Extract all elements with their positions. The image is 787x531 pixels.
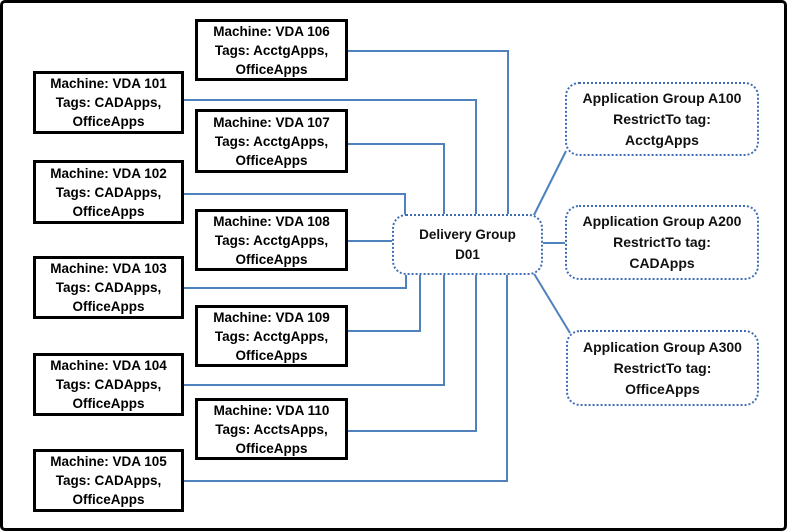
machine-tags: Tags: AcctgApps, xyxy=(214,232,329,248)
machine-name: Machine: VDA 106 xyxy=(213,23,330,39)
connector-vda103-d01 xyxy=(184,274,407,289)
machine-tags: Tags: AcctsApps, xyxy=(215,421,328,437)
machine-tags: Tags: CADApps, xyxy=(55,377,162,392)
machine-tags: OfficeApps xyxy=(235,251,308,267)
connector-vda104-d01 xyxy=(184,274,445,386)
machine-box-vda-107: Machine: VDA 107 Tags: AcctgApps, Office… xyxy=(195,109,348,173)
machine-tags: OfficeApps xyxy=(72,492,145,507)
machine-name: Machine: VDA 107 xyxy=(213,114,330,130)
application-group-name: Application Group A200 xyxy=(582,213,742,229)
restrict-to-label: RestrictTo tag: xyxy=(613,110,711,127)
machine-tags: Tags: AcctgApps, xyxy=(214,42,329,58)
machine-tags: Tags: CADApps, xyxy=(55,95,162,110)
machine-name: Machine: VDA 104 xyxy=(50,358,167,373)
machine-tags: OfficeApps xyxy=(235,152,308,168)
machine-tags: OfficeApps xyxy=(72,203,145,219)
machine-box-vda-102: Machine: VDA 102 Tags: CADApps, OfficeAp… xyxy=(33,160,184,224)
delivery-group-id: D01 xyxy=(455,246,480,262)
connector-vda102-d01 xyxy=(183,193,406,215)
machine-box-vda-104: Machine: VDA 104 Tags: CADApps, OfficeAp… xyxy=(33,353,184,416)
application-group-name: Application Group A300 xyxy=(583,338,742,355)
machine-tags: OfficeApps xyxy=(72,396,145,411)
connector-vda109-d01 xyxy=(348,274,421,332)
restrict-to-tag: AcctgApps xyxy=(625,131,699,148)
delivery-group-name: Delivery Group xyxy=(419,226,516,242)
machine-tags: OfficeApps xyxy=(235,347,308,363)
machine-box-vda-105: Machine: VDA 105 Tags: CADApps, OfficeAp… xyxy=(33,449,184,512)
application-group-a200-box: Application Group A200 RestrictTo tag: C… xyxy=(565,205,759,280)
application-group-a100-box: Application Group A100 RestrictTo tag: A… xyxy=(565,82,759,156)
machine-tags: Tags: CADApps, xyxy=(55,184,162,200)
machine-tags: Tags: CADApps, xyxy=(55,280,162,295)
machine-box-vda-106: Machine: VDA 106 Tags: AcctgApps, Office… xyxy=(195,19,348,81)
machine-name: Machine: VDA 108 xyxy=(213,213,330,229)
restrict-to-label: RestrictTo tag: xyxy=(613,359,712,376)
machine-name: Machine: VDA 110 xyxy=(213,402,330,418)
machine-name: Machine: VDA 105 xyxy=(50,454,167,469)
machine-name: Machine: VDA 102 xyxy=(50,165,167,181)
machine-box-vda-108: Machine: VDA 108 Tags: AcctgApps, Office… xyxy=(195,209,348,271)
machine-tags: OfficeApps xyxy=(72,114,145,129)
machine-name: Machine: VDA 101 xyxy=(50,76,167,91)
machine-tags: OfficeApps xyxy=(235,440,308,456)
connector-vda106-d01 xyxy=(348,50,509,215)
restrict-to-tag: CADApps xyxy=(629,255,695,271)
connector-vda101-d01 xyxy=(184,99,477,215)
connector-vda107-d01 xyxy=(348,143,445,215)
connector-vda105-d01 xyxy=(184,274,508,482)
restrict-to-label: RestrictTo tag: xyxy=(613,234,711,250)
machine-tags: OfficeApps xyxy=(235,61,308,77)
machine-box-vda-103: Machine: VDA 103 Tags: CADApps, OfficeAp… xyxy=(33,256,184,319)
machine-tags: Tags: CADApps, xyxy=(55,473,162,488)
connector-d01-a300 xyxy=(532,271,571,334)
application-group-a300-box: Application Group A300 RestrictTo tag: O… xyxy=(566,330,759,406)
machine-box-vda-101: Machine: VDA 101 Tags: CADApps, OfficeAp… xyxy=(33,71,184,134)
connector-vda110-d01 xyxy=(348,274,477,432)
delivery-group-box: Delivery Group D01 xyxy=(392,214,543,275)
connector-d01-a100 xyxy=(532,150,567,218)
machine-box-vda-109: Machine: VDA 109 Tags: AcctgApps, Office… xyxy=(195,305,348,367)
machine-name: Machine: VDA 109 xyxy=(213,309,330,325)
connector-lines xyxy=(183,50,571,482)
application-group-name: Application Group A100 xyxy=(582,89,742,106)
machine-tags: Tags: AcctgApps, xyxy=(214,328,329,344)
machine-name: Machine: VDA 103 xyxy=(50,261,167,276)
restrict-to-tag: OfficeApps xyxy=(625,380,700,397)
machine-tags: Tags: AcctgApps, xyxy=(214,133,329,149)
machine-box-vda-110: Machine: VDA 110 Tags: AcctsApps, Office… xyxy=(195,398,348,460)
machine-tags: OfficeApps xyxy=(72,299,145,314)
